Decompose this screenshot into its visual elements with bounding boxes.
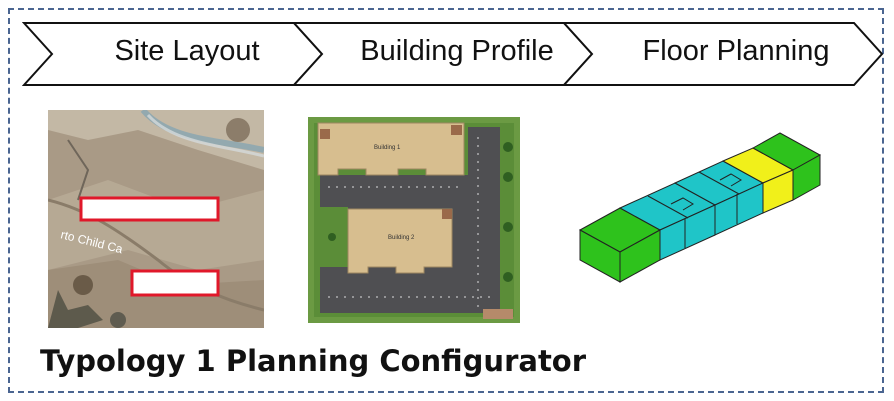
site-highlight-box-2: [130, 269, 220, 297]
floor-plan-3d-block: [575, 128, 833, 290]
page-title: Typology 1 Planning Configurator: [40, 344, 587, 378]
step-site-layout-label: Site Layout: [114, 35, 260, 67]
building-2-label: Building 2: [388, 235, 415, 241]
building-1-label: Building 1: [374, 145, 401, 151]
step-floor-planning-chevron: [561, 22, 884, 86]
dashed-frame: [8, 8, 884, 393]
site-highlight-box-1: [79, 196, 220, 222]
building-2-footprint: [347, 208, 453, 274]
site-aerial-map: rto Child Ca: [48, 110, 264, 328]
process-steps: Site Layout Building Profile Floor Plann…: [22, 21, 888, 87]
step-building-profile-label: Building Profile: [360, 35, 554, 67]
building-site-plan: Building 1 Building 2: [308, 117, 520, 323]
chevron-arrows: [22, 22, 884, 86]
step-floor-planning-label: Floor Planning: [642, 35, 830, 67]
building-1-footprint: [317, 122, 465, 176]
